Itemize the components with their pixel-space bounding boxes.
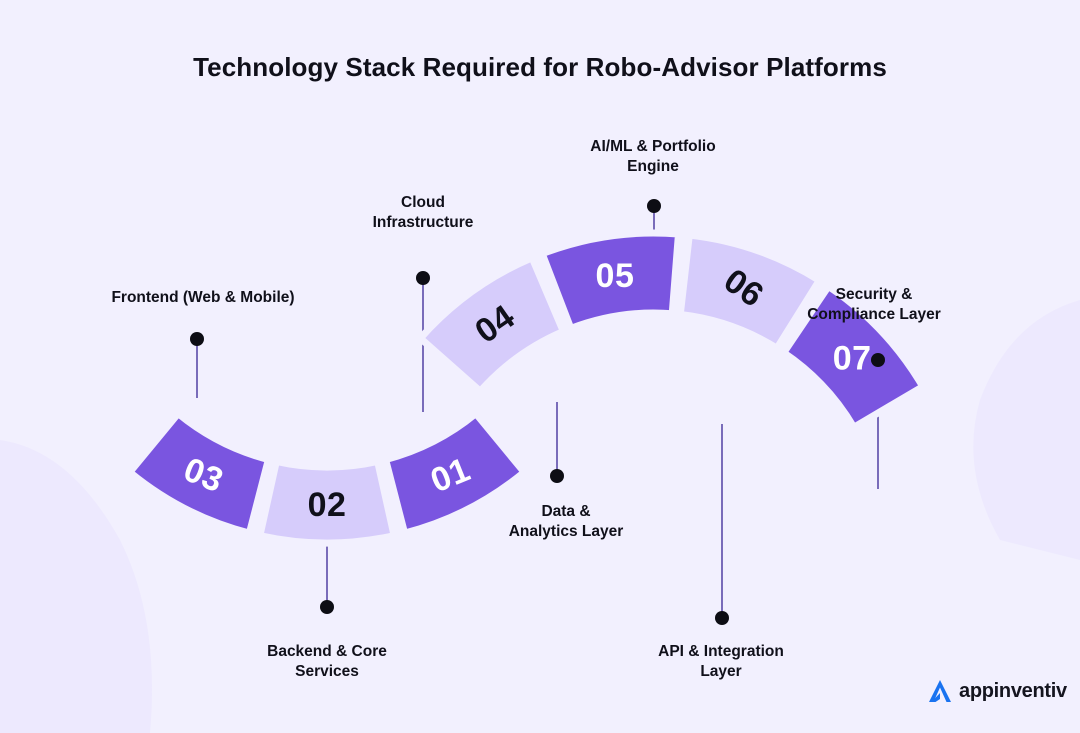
connector-dot-frontend (190, 332, 204, 346)
page-title: Technology Stack Required for Robo-Advis… (193, 52, 887, 82)
connector-dot-cloud (416, 271, 430, 285)
callout-label-cloud: Cloud Infrastructure (372, 194, 474, 231)
ribbon-segment-04[interactable] (416, 254, 567, 395)
connector-dot-security (871, 353, 885, 367)
callout-label-data: Data & Analytics Layer (508, 503, 624, 540)
callout-label-security: Security & Compliance Layer (807, 286, 941, 323)
brand-logo[interactable]: appinventiv (925, 676, 1067, 706)
connector-dot-aiml (647, 199, 661, 213)
ribbon-segment-03[interactable] (126, 410, 272, 537)
segment-shapes (126, 229, 927, 547)
ribbon-segment-05[interactable] (538, 229, 682, 332)
connector-dot-data (550, 469, 564, 483)
connector-dot-backend (320, 600, 334, 614)
connector-dots (190, 199, 885, 625)
segment-number-07: 07 (833, 340, 872, 378)
connector-dot-api (715, 611, 729, 625)
callout-label-frontend: Frontend (Web & Mobile) (111, 289, 295, 306)
ribbon-segment-01[interactable] (382, 410, 528, 537)
callout-label-aiml: AI/ML & Portfolio Engine (590, 138, 716, 175)
decorative-blobs (0, 300, 1080, 733)
ribbon-segment-07[interactable] (780, 282, 927, 431)
ribbon-segment-02[interactable] (256, 457, 398, 547)
blob-right (973, 300, 1080, 560)
a-arrow-icon (929, 680, 951, 702)
segment-number-02: 02 (308, 486, 347, 524)
callout-label-api: API & Integration Layer (658, 643, 784, 680)
ribbon-segment-06[interactable] (676, 231, 823, 352)
callout-label-backend: Backend & Core Services (267, 643, 387, 680)
segment-number-05: 05 (596, 257, 635, 295)
blob-bottom-left (0, 440, 152, 733)
logo-text: appinventiv (959, 679, 1067, 702)
